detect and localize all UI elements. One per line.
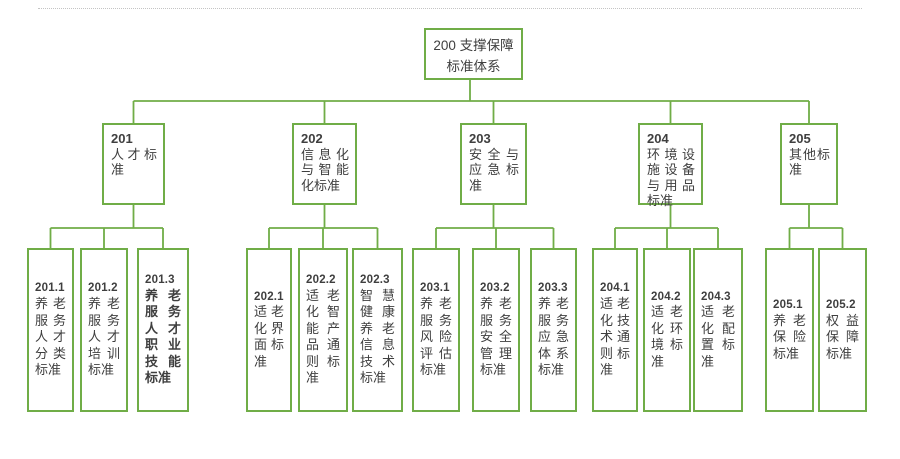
node-205-1: 205.1 养老保险标准 (765, 248, 814, 412)
node-202-3-code: 202.3 (360, 274, 390, 287)
node-201-code: 201 (111, 131, 133, 146)
node-201-name: 人才标准 (111, 146, 157, 178)
connector-203 (435, 205, 555, 248)
node-202-name: 信息化与智能化标准 (301, 146, 349, 193)
node-202-1-name: 适老化界面标准 (254, 304, 284, 369)
node-201-3: 201.3 养老服务人才职业技能标准 (137, 248, 189, 412)
node-201-1: 201.1 养老服务人才分类标准 (27, 248, 74, 412)
node-204-2-code: 204.2 (651, 290, 681, 303)
node-201-2: 201.2 养老服务人才培训标准 (80, 248, 128, 412)
node-204-code: 204 (647, 131, 669, 146)
node-204-2-name: 适老化环境标准 (651, 304, 683, 369)
node-204-3-name: 适老化配置标准 (701, 304, 735, 369)
node-203-3-code: 203.3 (538, 282, 568, 295)
node-205-1-name: 养老保险标准 (773, 312, 806, 361)
node-204: 204 环境设施设备与用品标准 (638, 123, 703, 208)
node-200-title-line2: 标准体系 (446, 59, 501, 74)
node-201-3-name: 养老服务人才职业技能标准 (145, 287, 181, 386)
node-201-1-code: 201.1 (35, 282, 65, 295)
node-203-1-code: 203.1 (420, 282, 450, 295)
node-203-3: 203.3 养老服务应急体系标准 (530, 248, 577, 412)
node-203-1-name: 养老服务风险评估标准 (420, 296, 452, 378)
node-200-title-line1: 200 支撑保障 (433, 38, 514, 53)
node-202-2-name: 适老化智能产品通则标准 (306, 287, 340, 386)
node-202-1-code: 202.1 (254, 290, 284, 303)
connector-205 (788, 205, 844, 248)
node-204-1-code: 204.1 (600, 282, 630, 295)
node-203-3-name: 养老服务应急体系标准 (538, 296, 569, 378)
node-201-1-name: 养老服务人才分类标准 (35, 296, 66, 378)
node-204-2: 204.2 适老化环境标准 (643, 248, 691, 412)
connector-201 (49, 205, 164, 248)
node-205-name: 其他标准 (789, 146, 830, 178)
node-203: 203 安全与应急标准 (460, 123, 527, 205)
node-202-3-name: 智慧健康养老信息技术标准 (360, 287, 395, 386)
node-203-1: 203.1 养老服务风险评估标准 (412, 248, 460, 412)
node-203-2: 203.2 养老服务安全管理标准 (472, 248, 520, 412)
node-204-1: 204.1 适老化技术通则标准 (592, 248, 638, 412)
node-202-3: 202.3 智慧健康养老信息技术标准 (352, 248, 403, 412)
node-204-name: 环境设施设备与用品标准 (647, 146, 695, 209)
node-204-3-code: 204.3 (701, 290, 731, 303)
top-dashed-border (38, 8, 862, 9)
node-205: 205 其他标准 (780, 123, 838, 205)
node-201: 201 人才标准 (102, 123, 165, 205)
node-205-code: 205 (789, 131, 811, 146)
node-202-2: 202.2 适老化智能产品通则标准 (298, 248, 348, 412)
node-203-code: 203 (469, 131, 491, 146)
node-205-2-code: 205.2 (826, 298, 856, 311)
node-201-2-code: 201.2 (88, 282, 118, 295)
node-202-1: 202.1 适老化界面标准 (246, 248, 292, 412)
node-201-3-code: 201.3 (145, 274, 175, 287)
node-203-2-code: 203.2 (480, 282, 510, 295)
node-202-2-code: 202.2 (306, 274, 336, 287)
node-201-2-name: 养老服务人才培训标准 (88, 296, 120, 378)
node-200-root: 200 支撑保障 标准体系 (424, 28, 523, 80)
connector-202 (268, 205, 379, 248)
node-205-2-name: 权益保障标准 (826, 312, 859, 361)
node-202: 202 信息化与智能化标准 (292, 123, 357, 205)
node-205-1-code: 205.1 (773, 298, 803, 311)
node-204-3: 204.3 适老化配置标准 (693, 248, 743, 412)
node-203-2-name: 养老服务安全管理标准 (480, 296, 512, 378)
connector-204 (614, 205, 719, 248)
node-202-code: 202 (301, 131, 323, 146)
node-204-1-name: 适老化技术通则标准 (600, 296, 630, 378)
node-205-2: 205.2 权益保障标准 (818, 248, 867, 412)
connector-root (132, 80, 810, 123)
node-203-name: 安全与应急标准 (469, 146, 519, 193)
